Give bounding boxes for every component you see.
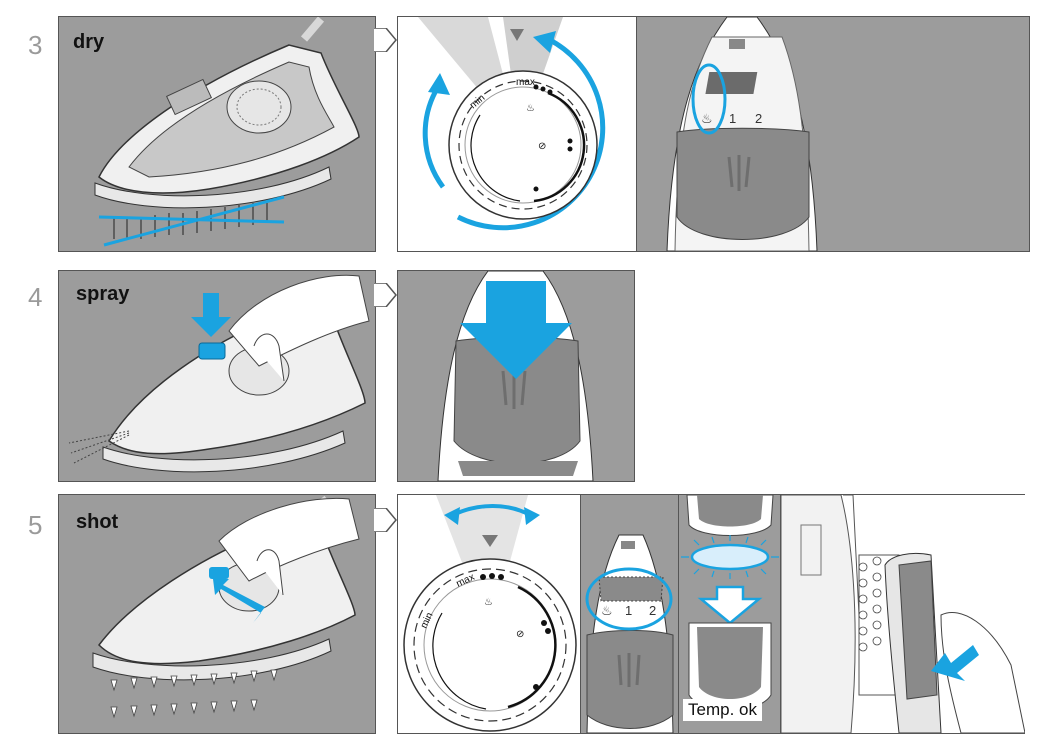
temp-ok-illustration	[681, 495, 779, 711]
rotate-arrow-icon	[422, 85, 446, 189]
rotate-arrow-icon	[452, 504, 531, 517]
step5-dial-area: min max ♨ ⊘	[398, 495, 580, 733]
steam-icon: ♨	[526, 103, 535, 114]
step3-detail-panel: min max ♨ ⊘ ♨ 1 2	[397, 16, 1030, 252]
iron-spray-illustration	[68, 274, 370, 473]
steam-icon: ♨	[601, 603, 613, 618]
step-number-3: 3	[28, 30, 43, 60]
dial-marker-icon	[510, 29, 524, 41]
setting-1-label: 1	[729, 111, 736, 126]
temperature-dial-shot: min max ♨ ⊘	[403, 495, 577, 732]
step3-dial-area: min max ♨ ⊘	[398, 17, 636, 251]
iron-topview-illustration: ♨ 1 2	[666, 17, 818, 251]
steam-icon: ♨	[701, 111, 713, 126]
temperature-dial: min max ♨ ⊘	[418, 17, 606, 231]
connector-arrow-step3	[374, 28, 397, 52]
setting-1-label: 1	[625, 603, 632, 618]
setting-2-label: 2	[649, 603, 656, 618]
vertical-steam-illustration	[781, 495, 1025, 733]
no-steam-icon: ⊘	[538, 141, 546, 152]
step5-vertical-steam-panel	[780, 495, 1025, 733]
step5-temp-ok-panel: Temp. ok	[678, 495, 781, 733]
iron-illustration	[94, 17, 360, 247]
step5-detail-panel: min max ♨ ⊘ ♨ 1 2	[397, 494, 1025, 734]
iron-topview-spray	[437, 271, 594, 481]
step3-iron-panel: dry	[58, 16, 376, 252]
temp-ok-label: Temp. ok	[683, 699, 762, 721]
steam-icon: ♨	[484, 597, 493, 608]
step4-iron-panel: spray	[58, 270, 376, 482]
arrow-down-icon	[460, 281, 572, 379]
iron-shot-illustration	[92, 495, 360, 719]
step-label-dry: dry	[73, 31, 105, 53]
setting-2-label: 2	[755, 111, 762, 126]
step-number-4: 4	[28, 282, 43, 312]
step5-topview: ♨ 1 2	[580, 495, 679, 733]
button-press-arrow-icon	[213, 579, 265, 623]
step-label-shot: shot	[76, 511, 119, 533]
button-press-arrow-icon	[931, 645, 979, 681]
step3-topview: ♨ 1 2	[636, 17, 1029, 251]
dial-marker-icon	[482, 535, 498, 547]
iron-topview-shot: ♨ 1 2	[585, 534, 674, 733]
step4-topview	[397, 270, 635, 482]
dial-max-label: max	[516, 77, 535, 88]
no-steam-icon: ⊘	[516, 629, 524, 640]
connector-arrow-step4	[374, 283, 397, 307]
connector-arrow-step5	[374, 508, 397, 532]
step-label-spray: spray	[76, 283, 130, 305]
step5-iron-panel: shot	[58, 494, 376, 734]
arrow-down-icon	[191, 293, 231, 337]
step-number-5: 5	[28, 510, 43, 540]
arrow-down-icon	[697, 585, 763, 625]
